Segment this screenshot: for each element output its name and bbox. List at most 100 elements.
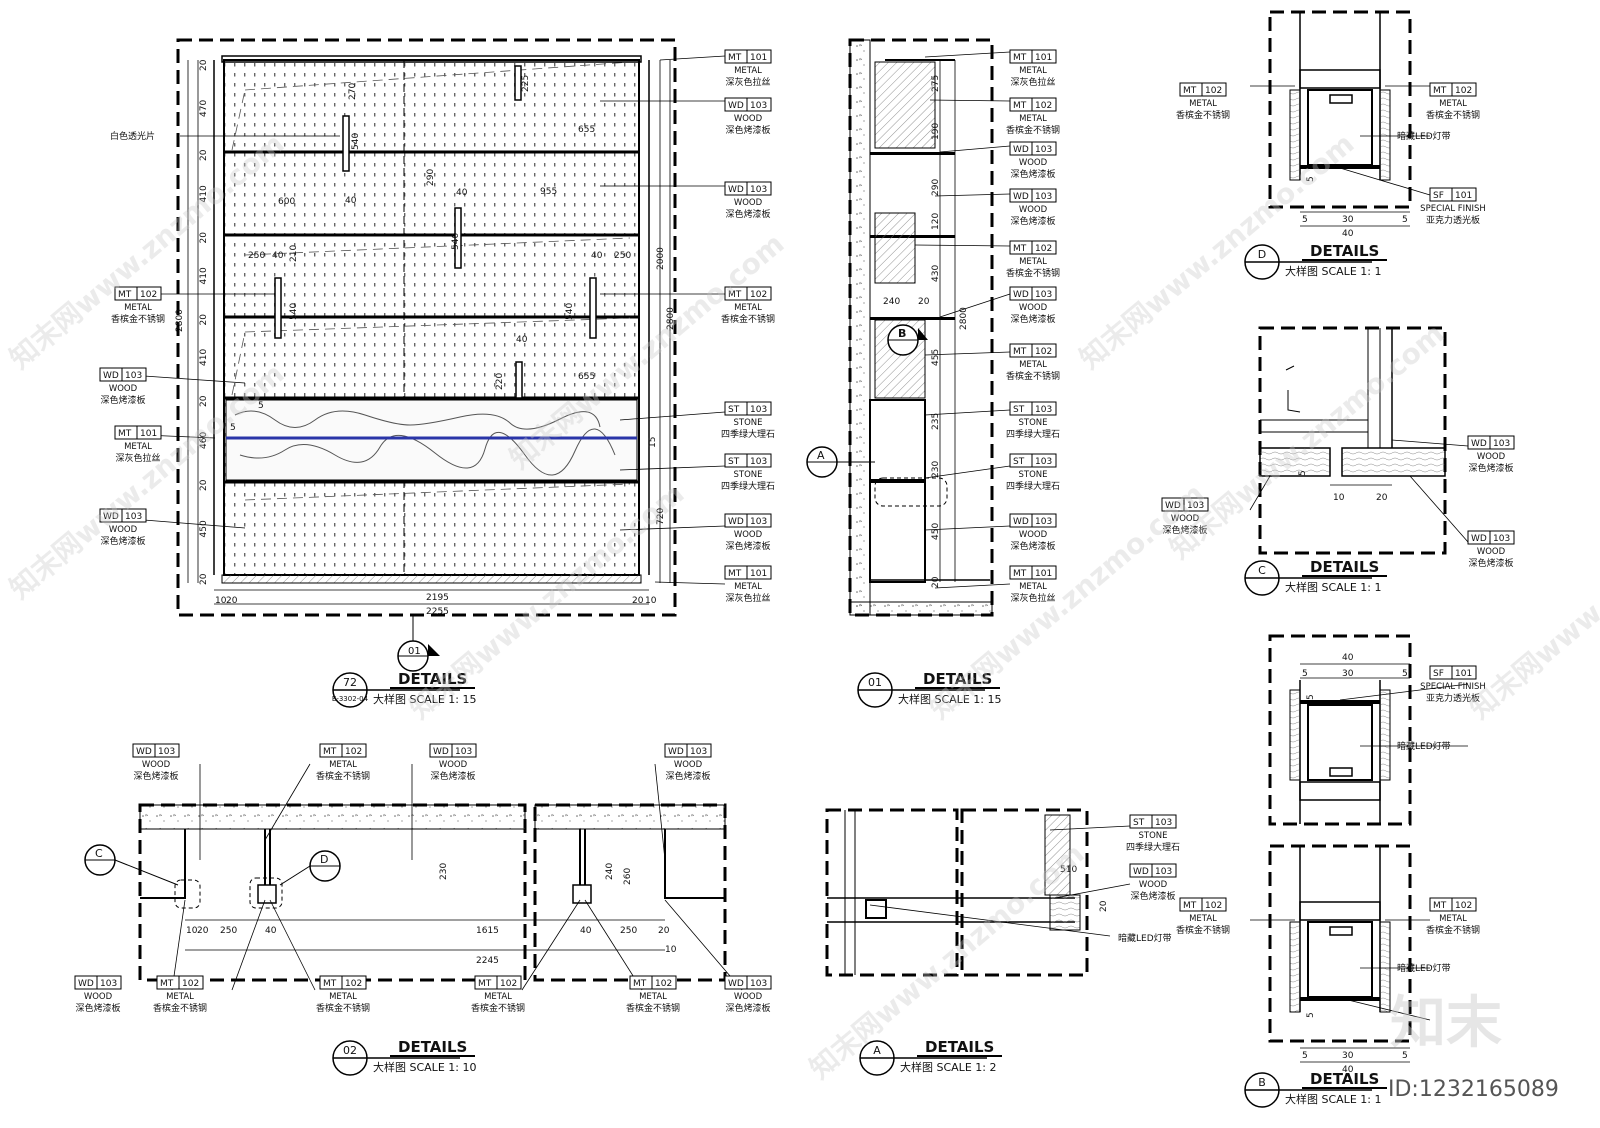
title-heading: DETAILS [1310,558,1379,576]
tag-number: 102 [1455,86,1472,96]
tag-description: 香槟金不锈钢 [471,1002,525,1014]
dim-b-40b: 40 [1342,1065,1354,1075]
tag-description: 深灰色拉丝 [1010,592,1055,604]
tag-number: 102 [1455,901,1472,911]
marker-b: B [898,327,906,340]
tag-number: 103 [1493,439,1510,449]
tag-material: METAL [734,66,762,76]
tag-number: 102 [1205,86,1222,96]
tag-code: ST [1013,405,1025,415]
dim-e1-5b: 5 [258,401,264,411]
tag-code: WD [136,747,152,757]
dim-e1-540a: 540 [351,133,361,150]
tag-number: 103 [1155,867,1172,877]
tag-code: SF [1433,191,1444,201]
dim-e1-540c: 540 [289,303,299,320]
tag-code: WD [728,517,744,527]
tag-number: 102 [345,747,362,757]
dim-s1-455: 455 [931,349,941,366]
tag-code: ST [1133,818,1145,828]
dim-s1-230: 230 [931,461,941,478]
tag-description: 四季绿大理石 [1006,428,1060,440]
dim-e1-40c: 40 [272,251,284,261]
tag-code: WD [1013,192,1029,202]
tag-code: MT [1013,569,1027,579]
tag-description: 深色烤漆板 [430,770,475,782]
tag-number: 103 [750,185,767,195]
tag-material: WOOD [84,992,113,1002]
dim-b-5c: 5 [1306,694,1316,700]
tag-number: 103 [1493,534,1510,544]
title-circle-top: B [1258,1076,1266,1089]
dim-e1-left-3: 410 [199,185,209,202]
dim-d02-230: 230 [439,863,449,880]
tag-number: 103 [125,512,142,522]
dim-b-40a: 40 [1342,653,1354,663]
dim-e1-655a: 655 [578,125,595,135]
dim-d02-20: 20 [197,926,209,936]
dim-e1-540d: 540 [565,303,575,320]
dim-s1-2800: 2800 [959,307,969,330]
dim-e1-290: 290 [426,169,436,186]
dim-e1-250b: 250 [614,251,631,261]
title-scale: 大样图 SCALE 1: 15 [898,692,1001,706]
tag-description: 深色烤漆板 [725,124,770,136]
tag-code: WD [103,371,119,381]
dim-e1-2800-right: 2800 [666,307,676,330]
tag-description: 深色烤漆板 [1010,540,1055,552]
tag-material: WOOD [109,384,138,394]
dim-d-40: 40 [1342,229,1354,239]
title-circle-top: C [1258,564,1266,577]
marker-d: D [320,853,328,866]
title-heading: DETAILS [923,670,992,688]
title-circle-top: D [1258,248,1266,261]
tag-material: WOOD [674,760,703,770]
tag-code: MT [728,569,742,579]
tag-code: MT [1013,347,1027,357]
tag-code: MT [323,979,337,989]
dim-s1-20b: 20 [931,576,941,588]
tag-code: WD [728,979,744,989]
tag-code: WD [1133,867,1149,877]
tag-code: WD [1165,501,1181,511]
dim-d02-240: 240 [605,863,615,880]
dim-e1-left-11: 450 [199,520,209,537]
tag-number: 103 [690,747,707,757]
tag-code: WD [103,512,119,522]
tag-material: METAL [484,992,512,1002]
tag-code: WD [1013,145,1029,155]
title-circle-top: 72 [343,676,357,689]
tag-material: METAL [1189,99,1217,109]
tag-number: 103 [455,747,472,757]
dim-e1-b3: 2195 [426,593,449,603]
tag-material: WOOD [109,525,138,535]
dim-d02-250b: 250 [620,926,637,936]
tag-description: 香槟金不锈钢 [626,1002,680,1014]
tag-material: METAL [329,760,357,770]
tag-description: 深色烤漆板 [1010,168,1055,180]
tag-material: METAL [1019,114,1047,124]
tag-code: MT [118,429,132,439]
tag-description: 深色烤漆板 [1010,215,1055,227]
dim-e1-left-10: 20 [199,479,209,491]
tag-description: 香槟金不锈钢 [1426,924,1480,936]
title-scale: 大样图 SCALE 1: 10 [373,1060,476,1074]
tag-number: 103 [750,405,767,415]
note-white-light: 白色透光片 [110,130,155,142]
tag-material: STONE [1018,470,1047,480]
tag-number: 103 [1035,457,1052,467]
dim-d02-40a: 40 [265,926,277,936]
